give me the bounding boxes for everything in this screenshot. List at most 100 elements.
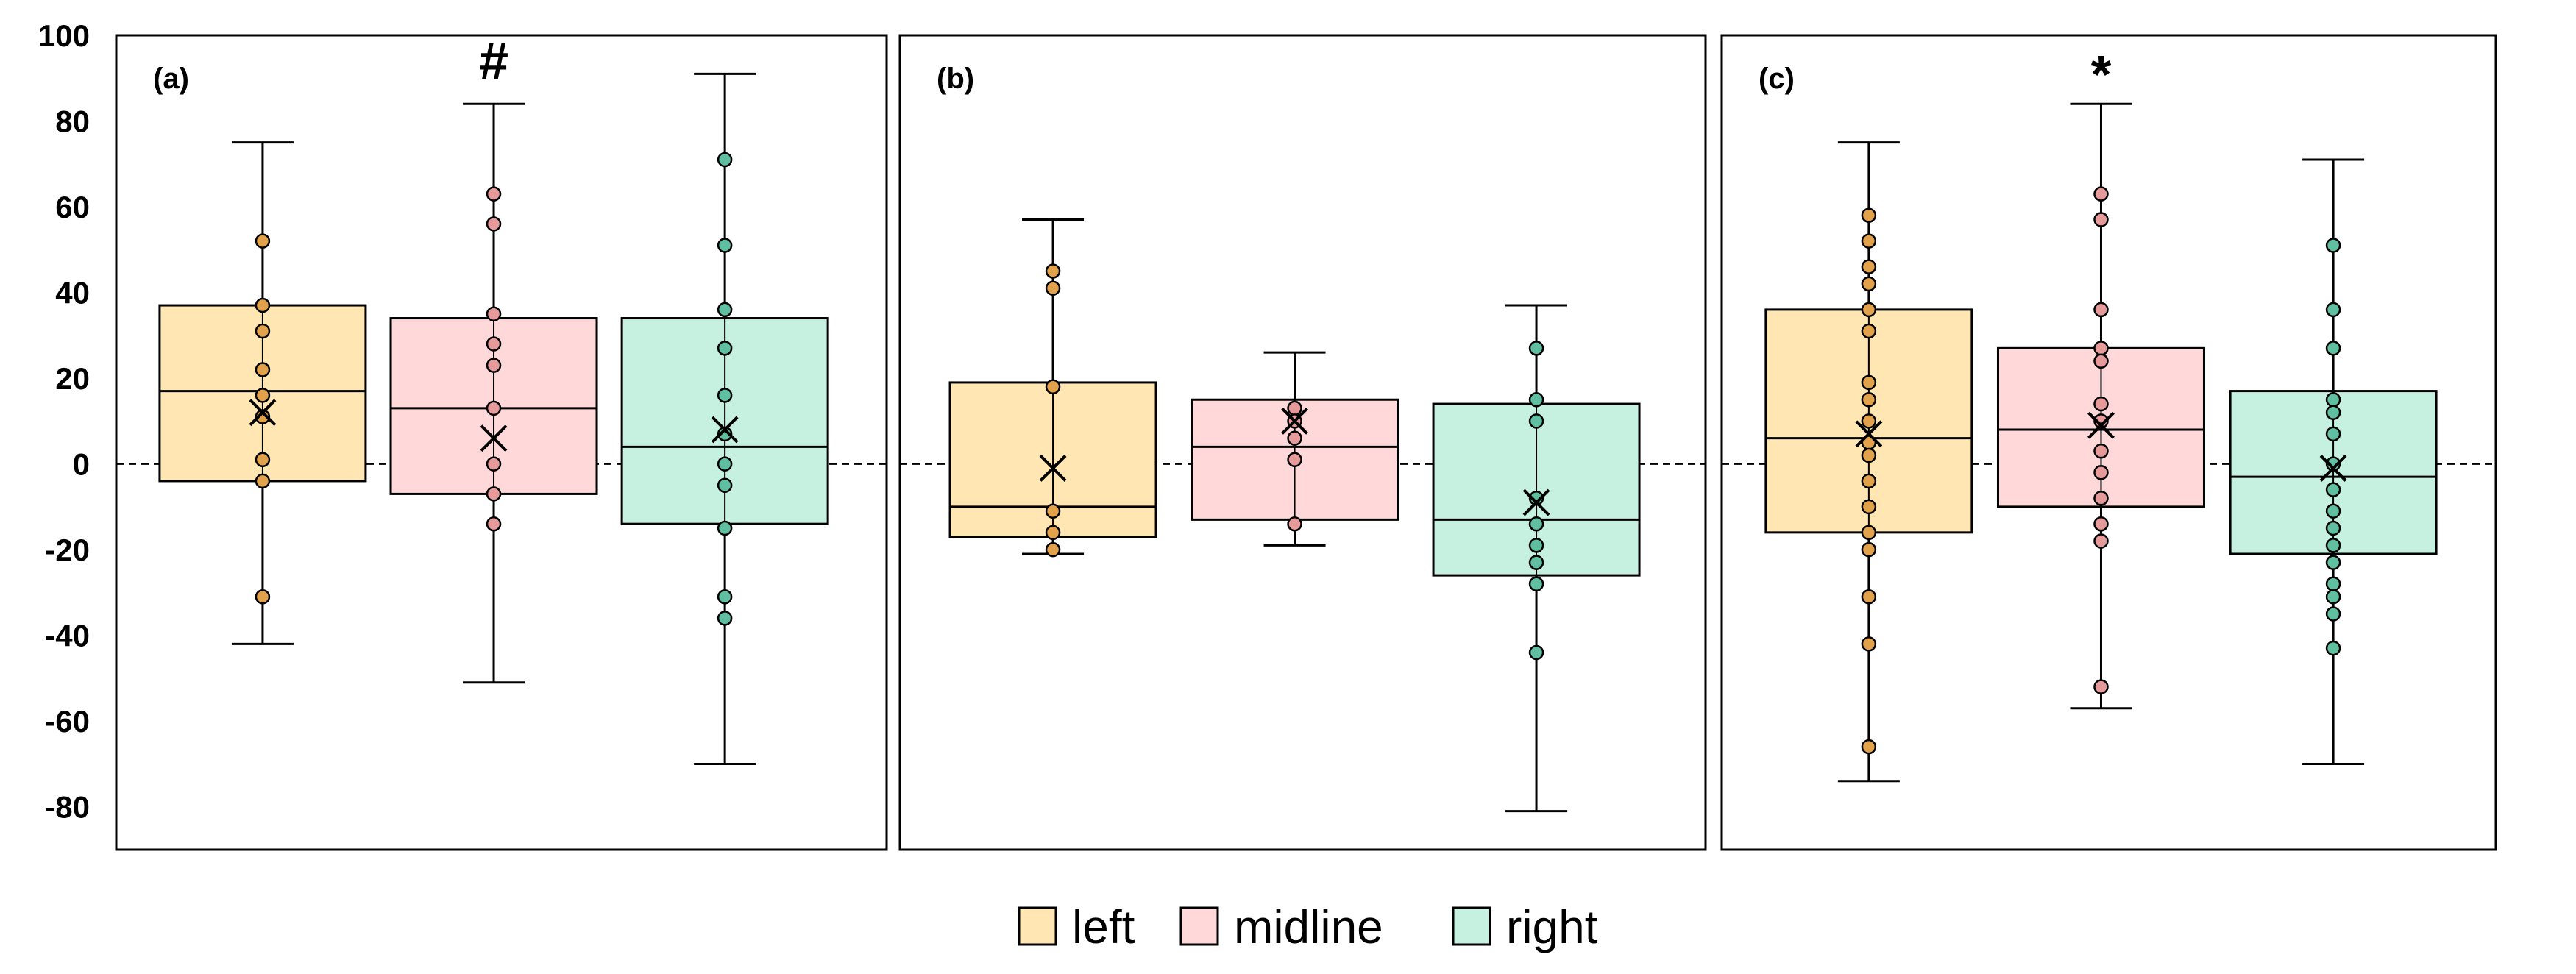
data-point	[1861, 739, 1877, 755]
box-group-right	[2229, 158, 2438, 765]
data-point	[717, 456, 733, 472]
mean-x-stroke	[1281, 407, 1308, 435]
data-point	[255, 409, 271, 424]
y-tick-label: -40	[45, 619, 90, 653]
data-point	[2093, 679, 2109, 694]
data-point	[2325, 589, 2341, 605]
data-point	[486, 186, 502, 202]
data-point	[2325, 426, 2341, 442]
data-point	[255, 233, 271, 249]
data-point	[1861, 323, 1877, 339]
data-point	[1528, 490, 1544, 506]
legend-swatch	[1018, 906, 1057, 946]
panel-frame	[1720, 34, 2497, 851]
data-point	[1861, 391, 1877, 408]
data-point	[1528, 644, 1544, 661]
box-group-left	[948, 218, 1157, 558]
data-point	[2325, 640, 2341, 656]
data-point	[1528, 538, 1544, 553]
data-point	[1861, 276, 1877, 292]
mean-x-stroke	[480, 424, 508, 452]
data-point	[1045, 263, 1061, 279]
y-tick-label: 0	[73, 447, 90, 482]
y-tick-label: 80	[55, 104, 90, 139]
y-tick-label: 40	[55, 276, 90, 310]
data-point	[2093, 490, 2109, 506]
y-tick-label: 100	[38, 18, 90, 53]
data-point	[1528, 576, 1544, 592]
legend-item-midline: midline	[1179, 900, 1383, 953]
data-point	[1861, 259, 1877, 274]
data-point	[255, 388, 271, 403]
y-tick-label: 20	[55, 361, 90, 396]
panel-label: (c)	[1759, 63, 1795, 95]
box-group-midline: *	[1996, 46, 2205, 710]
data-point	[486, 516, 502, 532]
panel-frame	[898, 34, 1707, 851]
mean-marker	[1039, 455, 1067, 482]
data-point	[1861, 541, 1877, 558]
data-point	[1861, 233, 1877, 249]
data-point	[1045, 280, 1061, 296]
data-point	[2325, 456, 2341, 472]
legend-swatch	[1179, 906, 1219, 946]
data-point	[717, 611, 733, 626]
data-point	[2093, 516, 2109, 532]
significance-mark: #	[479, 32, 508, 91]
data-point	[1861, 207, 1877, 223]
data-point	[717, 477, 733, 494]
data-point	[255, 589, 271, 605]
data-point	[255, 362, 271, 377]
data-point	[2093, 465, 2109, 480]
data-point	[486, 336, 502, 352]
data-point	[1861, 302, 1877, 318]
data-point	[1528, 555, 1544, 570]
data-point	[2325, 341, 2341, 356]
data-point	[1287, 516, 1302, 532]
data-point	[2325, 520, 2341, 536]
legend-label: right	[1506, 900, 1598, 953]
data-point	[1528, 516, 1544, 532]
data-point	[717, 152, 733, 168]
mean-marker	[1522, 488, 1550, 516]
data-point	[486, 456, 502, 472]
panel-label: (a)	[153, 63, 189, 95]
mean-x-stroke	[1522, 488, 1550, 516]
significance-mark: *	[2090, 46, 2111, 104]
data-point	[2093, 413, 2109, 429]
panel-c: (c) *	[1720, 34, 2497, 851]
data-point	[717, 520, 733, 536]
data-point	[2325, 503, 2341, 519]
box-group-right	[620, 72, 829, 765]
data-point	[255, 473, 271, 489]
data-point	[486, 216, 502, 232]
data-point	[2325, 405, 2341, 420]
data-point	[717, 341, 733, 356]
y-tick-label: -60	[45, 704, 90, 739]
y-tick-label: 60	[55, 190, 90, 224]
data-point	[717, 388, 733, 403]
data-point	[486, 358, 502, 373]
data-point	[2093, 341, 2109, 356]
data-point	[486, 486, 502, 502]
data-point	[1861, 589, 1877, 605]
data-point	[2325, 538, 2341, 553]
mean-x-stroke	[249, 399, 277, 427]
data-point	[1528, 341, 1544, 356]
data-point	[2325, 238, 2341, 253]
data-point	[2093, 186, 2109, 202]
mean-marker	[711, 416, 739, 444]
mean-x-stroke	[1855, 420, 1883, 448]
legend-item-right: right	[1452, 900, 1598, 953]
y-tick-label: -80	[45, 790, 90, 825]
data-point	[1045, 503, 1061, 519]
data-point	[2325, 576, 2341, 592]
panel-label: (b)	[937, 63, 974, 95]
data-point	[2325, 391, 2341, 408]
data-point	[1045, 541, 1061, 558]
data-point	[2325, 302, 2341, 318]
data-point	[2093, 396, 2109, 412]
